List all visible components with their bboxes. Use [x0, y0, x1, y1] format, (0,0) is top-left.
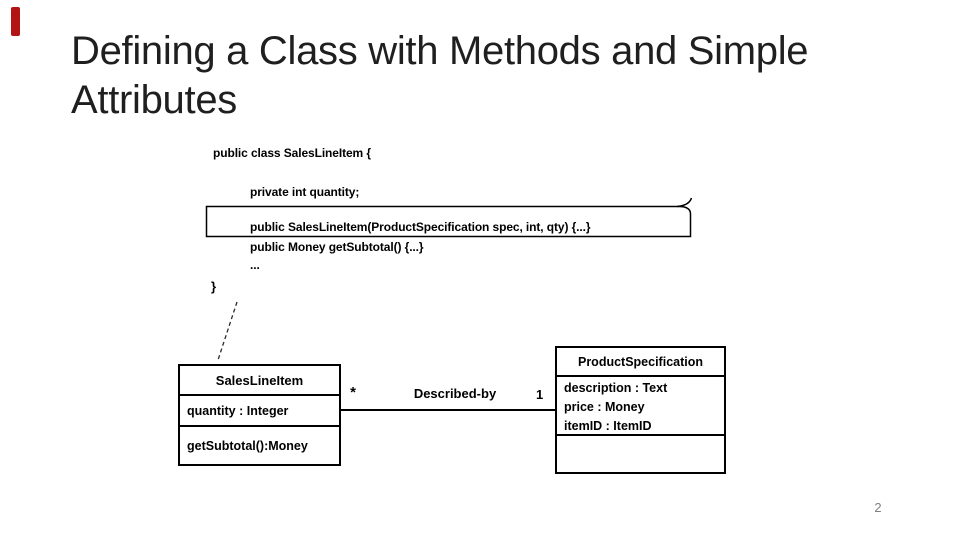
- association-multiplicity-many: *: [350, 384, 356, 401]
- uml-class-saleslineitem: SalesLineItem quantity : Integer getSubt…: [178, 364, 341, 466]
- association-multiplicity-one: 1: [536, 387, 544, 402]
- uml-attribute: description : Text: [564, 381, 668, 395]
- uml-method: getSubtotal():Money: [187, 438, 308, 453]
- code-line-class-declaration: public class SalesLineItem {: [213, 146, 371, 160]
- accent-bar: [11, 7, 20, 36]
- page-number: 2: [874, 500, 882, 515]
- association-label: Described-by: [413, 386, 497, 401]
- code-line-get-subtotal: public Money getSubtotal() {...}: [250, 240, 424, 254]
- uml-attribute: itemID : ItemID: [564, 419, 652, 433]
- uml-attribute: price : Money: [564, 400, 645, 414]
- uml-methods-compartment: getSubtotal():Money: [180, 425, 339, 464]
- code-line-closing-brace: }: [211, 279, 216, 294]
- uml-class-name: SalesLineItem: [215, 372, 304, 388]
- code-highlight-box-corner-curl: [676, 197, 693, 208]
- uml-class-productspecification: ProductSpecification description : Text …: [555, 346, 726, 474]
- slide-title: Defining a Class with Methods and Simple…: [71, 29, 809, 122]
- code-line-ellipsis: ...: [250, 258, 260, 272]
- uml-class-name: ProductSpecification: [577, 354, 704, 369]
- uml-empty-compartment: [557, 434, 724, 472]
- uml-attributes-compartment: description : Text price : Money itemID …: [557, 375, 724, 434]
- uml-attributes-compartment: quantity : Integer: [180, 394, 339, 425]
- dashed-connector-line: [217, 301, 238, 361]
- code-line-private-field: private int quantity;: [250, 185, 360, 199]
- uml-attribute: quantity : Integer: [187, 403, 289, 418]
- code-line-constructor: public SalesLineItem(ProductSpecificatio…: [250, 220, 591, 234]
